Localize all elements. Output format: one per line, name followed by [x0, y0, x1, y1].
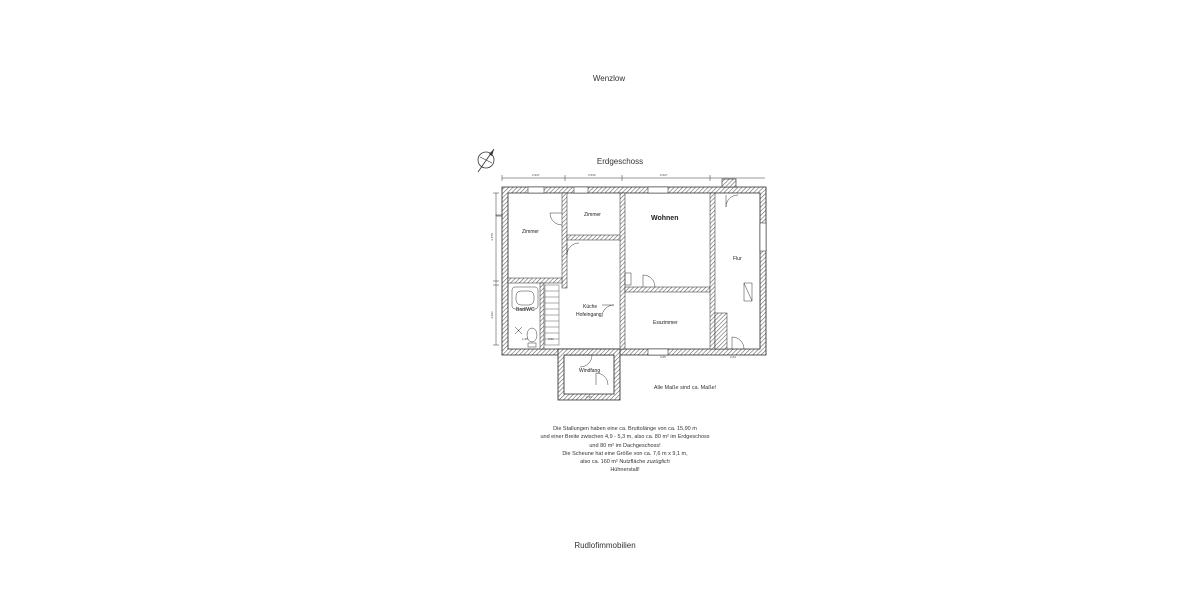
dimension-bottom-4: 2,04	[730, 355, 736, 359]
dimension-top-1: 2,947	[532, 173, 540, 177]
footer-company: Rudlofimmobilien	[574, 541, 636, 550]
dimension-bottom-3: 3,65	[660, 355, 666, 359]
measure-note: Alle Maße sind ca. Maße!	[653, 385, 717, 391]
windows	[495, 186, 767, 356]
dimension-bottom-2: 0,91	[548, 337, 554, 341]
room-label-kueche: Küche	[583, 304, 598, 310]
notes-block: Die Stallungen haben eine ca. Bruttoläng…	[505, 425, 745, 475]
stairs-icon	[544, 284, 560, 346]
dimension-bottom-5: 2,36	[586, 395, 592, 399]
room-label-hofeingang: Hofeingang	[576, 312, 602, 318]
sink-icon	[514, 326, 523, 335]
floor-plan-drawing	[477, 148, 767, 401]
dimension-top-2: 3,533	[588, 173, 596, 177]
top-dimension-line	[501, 175, 765, 181]
outer-walls	[501, 178, 767, 401]
room-label-flur: Flur	[733, 256, 742, 262]
place-title: Wenzlow	[592, 74, 626, 83]
bathtub-icon	[511, 286, 539, 310]
toilet-icon	[526, 327, 538, 348]
left-dimension-line	[493, 192, 499, 346]
room-label-zimmer-mid: Zimmer	[584, 212, 601, 218]
notes-line-5a: also ca. 160 m² Nutzfläche	[580, 459, 647, 466]
interior-walls	[507, 192, 728, 350]
dimension-top-3: 6,627	[660, 173, 668, 177]
radiator-icon	[624, 272, 753, 302]
notes-line-5b: zuzüglich	[646, 459, 670, 466]
notes-line-3: und 80 m² im Dachgeschoss!	[589, 442, 661, 449]
notes-line-6: Hühnerstall!	[610, 467, 640, 474]
room-label-windfang: Windfang	[579, 368, 601, 374]
dimension-left-2: 4,021	[489, 311, 494, 319]
notes-line-4: Die Scheune hat eine Größe von ca. 7,6 m…	[562, 450, 688, 457]
notes-line-1: Die Stallungen haben eine ca. Bruttoläng…	[553, 426, 697, 432]
notes-line-5: also ca. 160 m² Nutzfläche zuzüglich	[505, 458, 745, 466]
room-label-bad: Bad/WC	[516, 307, 535, 313]
dimension-left-1: 3,878	[489, 233, 494, 241]
doors	[549, 194, 745, 386]
dimension-bottom-1: 1,95	[522, 337, 528, 341]
north-arrow-icon	[477, 148, 495, 173]
room-label-wohnen: Wohnen	[651, 215, 679, 222]
floor-title: Erdgeschoss	[596, 157, 644, 166]
floor-plan: 2,947 3,533 6,627 3,878 4,021 1,95 0,91 …	[470, 145, 790, 415]
room-label-zimmer-left: Zimmer	[522, 229, 539, 235]
notes-line-2: und einer Breite zwischen 4,9 - 5,3 m, a…	[540, 434, 710, 441]
room-label-esszimmer: Esszimmer	[653, 320, 678, 326]
